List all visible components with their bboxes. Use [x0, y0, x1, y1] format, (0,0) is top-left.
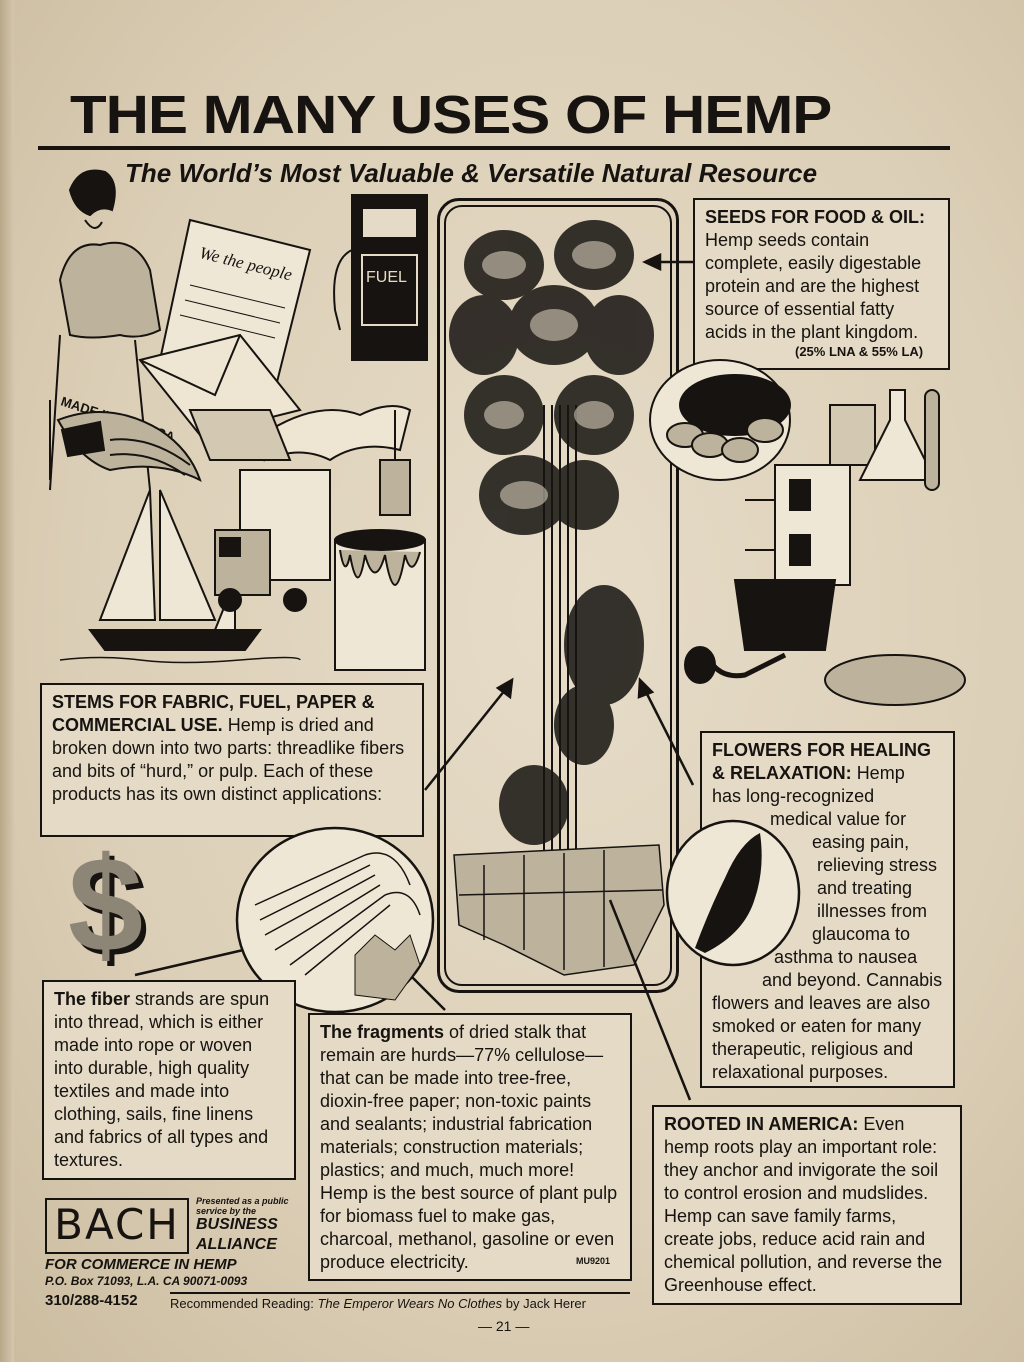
flowers-line-10: and beyond. Cannabis [762, 970, 943, 990]
flowers-line-1: Hemp [856, 763, 905, 783]
fuel-label: FUEL [366, 269, 407, 286]
fragments-heading: The fragments [320, 1022, 445, 1042]
flowers-line-13: therapeutic, religious and [712, 1039, 914, 1059]
rooted-info-box: ROOTED IN AMERICA: Even hemp roots play … [652, 1105, 962, 1305]
seeds-line-2: complete, easily digestable [705, 253, 922, 273]
seeds-line-5: acids in the plant kingdom. [705, 322, 919, 342]
stems-heading: STEMS FOR FABRIC, FUEL, PAPER & COMMERCI… [52, 692, 375, 735]
rooted-body: Even hemp roots play an important role: … [664, 1114, 943, 1295]
fragments-code: MU9201 [575, 1256, 610, 1266]
flowers-line-11: flowers and leaves are also [712, 993, 931, 1013]
hemp-plant-frame-inner [444, 205, 672, 986]
bach-tagline: FOR COMMERCE IN HEMP [45, 1256, 237, 1273]
bach-address: P.O. Box 71093, L.A. CA 90071-0093 [45, 1274, 248, 1288]
rooted-heading: ROOTED IN AMERICA: [664, 1114, 859, 1134]
outlet-drawing [774, 464, 851, 586]
seeds-line-1: Hemp seeds contain [705, 230, 870, 250]
woman-in-sweater-drawing [49, 169, 162, 491]
flowers-line-3: medical value for [770, 809, 907, 829]
sailboat-drawing [59, 489, 301, 664]
paint-can-drawing [334, 410, 426, 671]
bach-presented-text: Presented as a public service by the [196, 1196, 289, 1216]
bach-logo: BACH [45, 1198, 189, 1254]
fiber-heading: The fiber [54, 989, 131, 1009]
flowers-heading: FLOWERS FOR HEALING & RELAXATION: [712, 740, 931, 783]
hemp-plant-illustration [449, 220, 665, 976]
seeds-heading: SEEDS FOR FOOD & OIL: [705, 207, 926, 227]
flowers-line-7: illnesses from [817, 901, 928, 921]
fragments-info-box: The fragments of dried stalk that remain… [308, 1013, 632, 1281]
flowers-line-6: and treating [817, 878, 913, 898]
flowers-line-5: relieving stress [817, 855, 938, 875]
flowers-line-4: easing pain, [812, 832, 910, 852]
fiber-info-box: The fiber strands are spun into thread, … [42, 980, 296, 1180]
food-bowl-drawing [824, 654, 966, 706]
recommended-author: by Jack Herer [505, 1296, 586, 1311]
seeds-and-products-illustration [649, 359, 966, 706]
truck-drawing [214, 469, 331, 612]
stems-body: Hemp is dried and broken down into two p… [52, 715, 405, 804]
title-underline [38, 146, 950, 150]
usa-map-roots [453, 844, 665, 976]
seeds-line-4: source of essential fatty [705, 299, 895, 319]
recommended-book: The Emperor Wears No Clothes [317, 1296, 503, 1311]
fiber-body: strands are spun into thread, which is e… [54, 989, 270, 1170]
test-tube-drawing [924, 389, 940, 491]
flowers-line-14: relaxational purposes. [712, 1062, 889, 1082]
stems-info-box: STEMS FOR FABRIC, FUEL, PAPER & COMMERCI… [40, 683, 424, 837]
fragments-body: of dried stalk that remain are hurds—77%… [320, 1022, 618, 1272]
flowers-line-2: has long-recognized [712, 786, 875, 806]
hemp-plant-frame [437, 198, 679, 993]
products-illustration: We the people FUEL MADE IN AMERICA [49, 169, 428, 671]
seeds-info-box: SEEDS FOR FOOD & OIL: Hemp seeds contain… [693, 198, 950, 370]
bach-name-line-2: ALLIANCE [196, 1236, 277, 1253]
page-subtitle: The World’s Most Valuable & Versatile Na… [125, 158, 818, 188]
flowers-line-8: glaucoma to [812, 924, 911, 944]
recommended-label: Recommended Reading: [170, 1296, 314, 1311]
page-number: — 21 — [478, 1318, 530, 1334]
flowers-line-12: smoked or eaten for many [712, 1016, 922, 1036]
seeds-line-3: protein and are the highest [705, 276, 920, 296]
recommended-reading: Recommended Reading: The Emperor Wears N… [170, 1292, 630, 1312]
pot-drawing [733, 579, 837, 651]
seeds-note: (25% LNA & 55% LA) [795, 344, 924, 359]
dollar-sign-graphic: $ [68, 829, 144, 980]
page-title: THE MANY USES OF HEMP [70, 84, 832, 145]
beaker-drawing [829, 404, 876, 466]
fuel-pump-drawing: FUEL [333, 194, 428, 361]
flower-bud-illustration [665, 819, 801, 967]
adjacent-page-edge [0, 0, 14, 1362]
fiber-circle-illustration [235, 826, 435, 1014]
envelope-and-book-drawing [138, 333, 412, 462]
hemp-leaves [449, 220, 654, 845]
pipe-drawing [702, 649, 787, 679]
flowers-line-9: asthma to nausea [774, 947, 918, 967]
bach-phone: 310/288-4152 [45, 1292, 138, 1309]
bach-name-line-1: BUSINESS [196, 1216, 278, 1233]
